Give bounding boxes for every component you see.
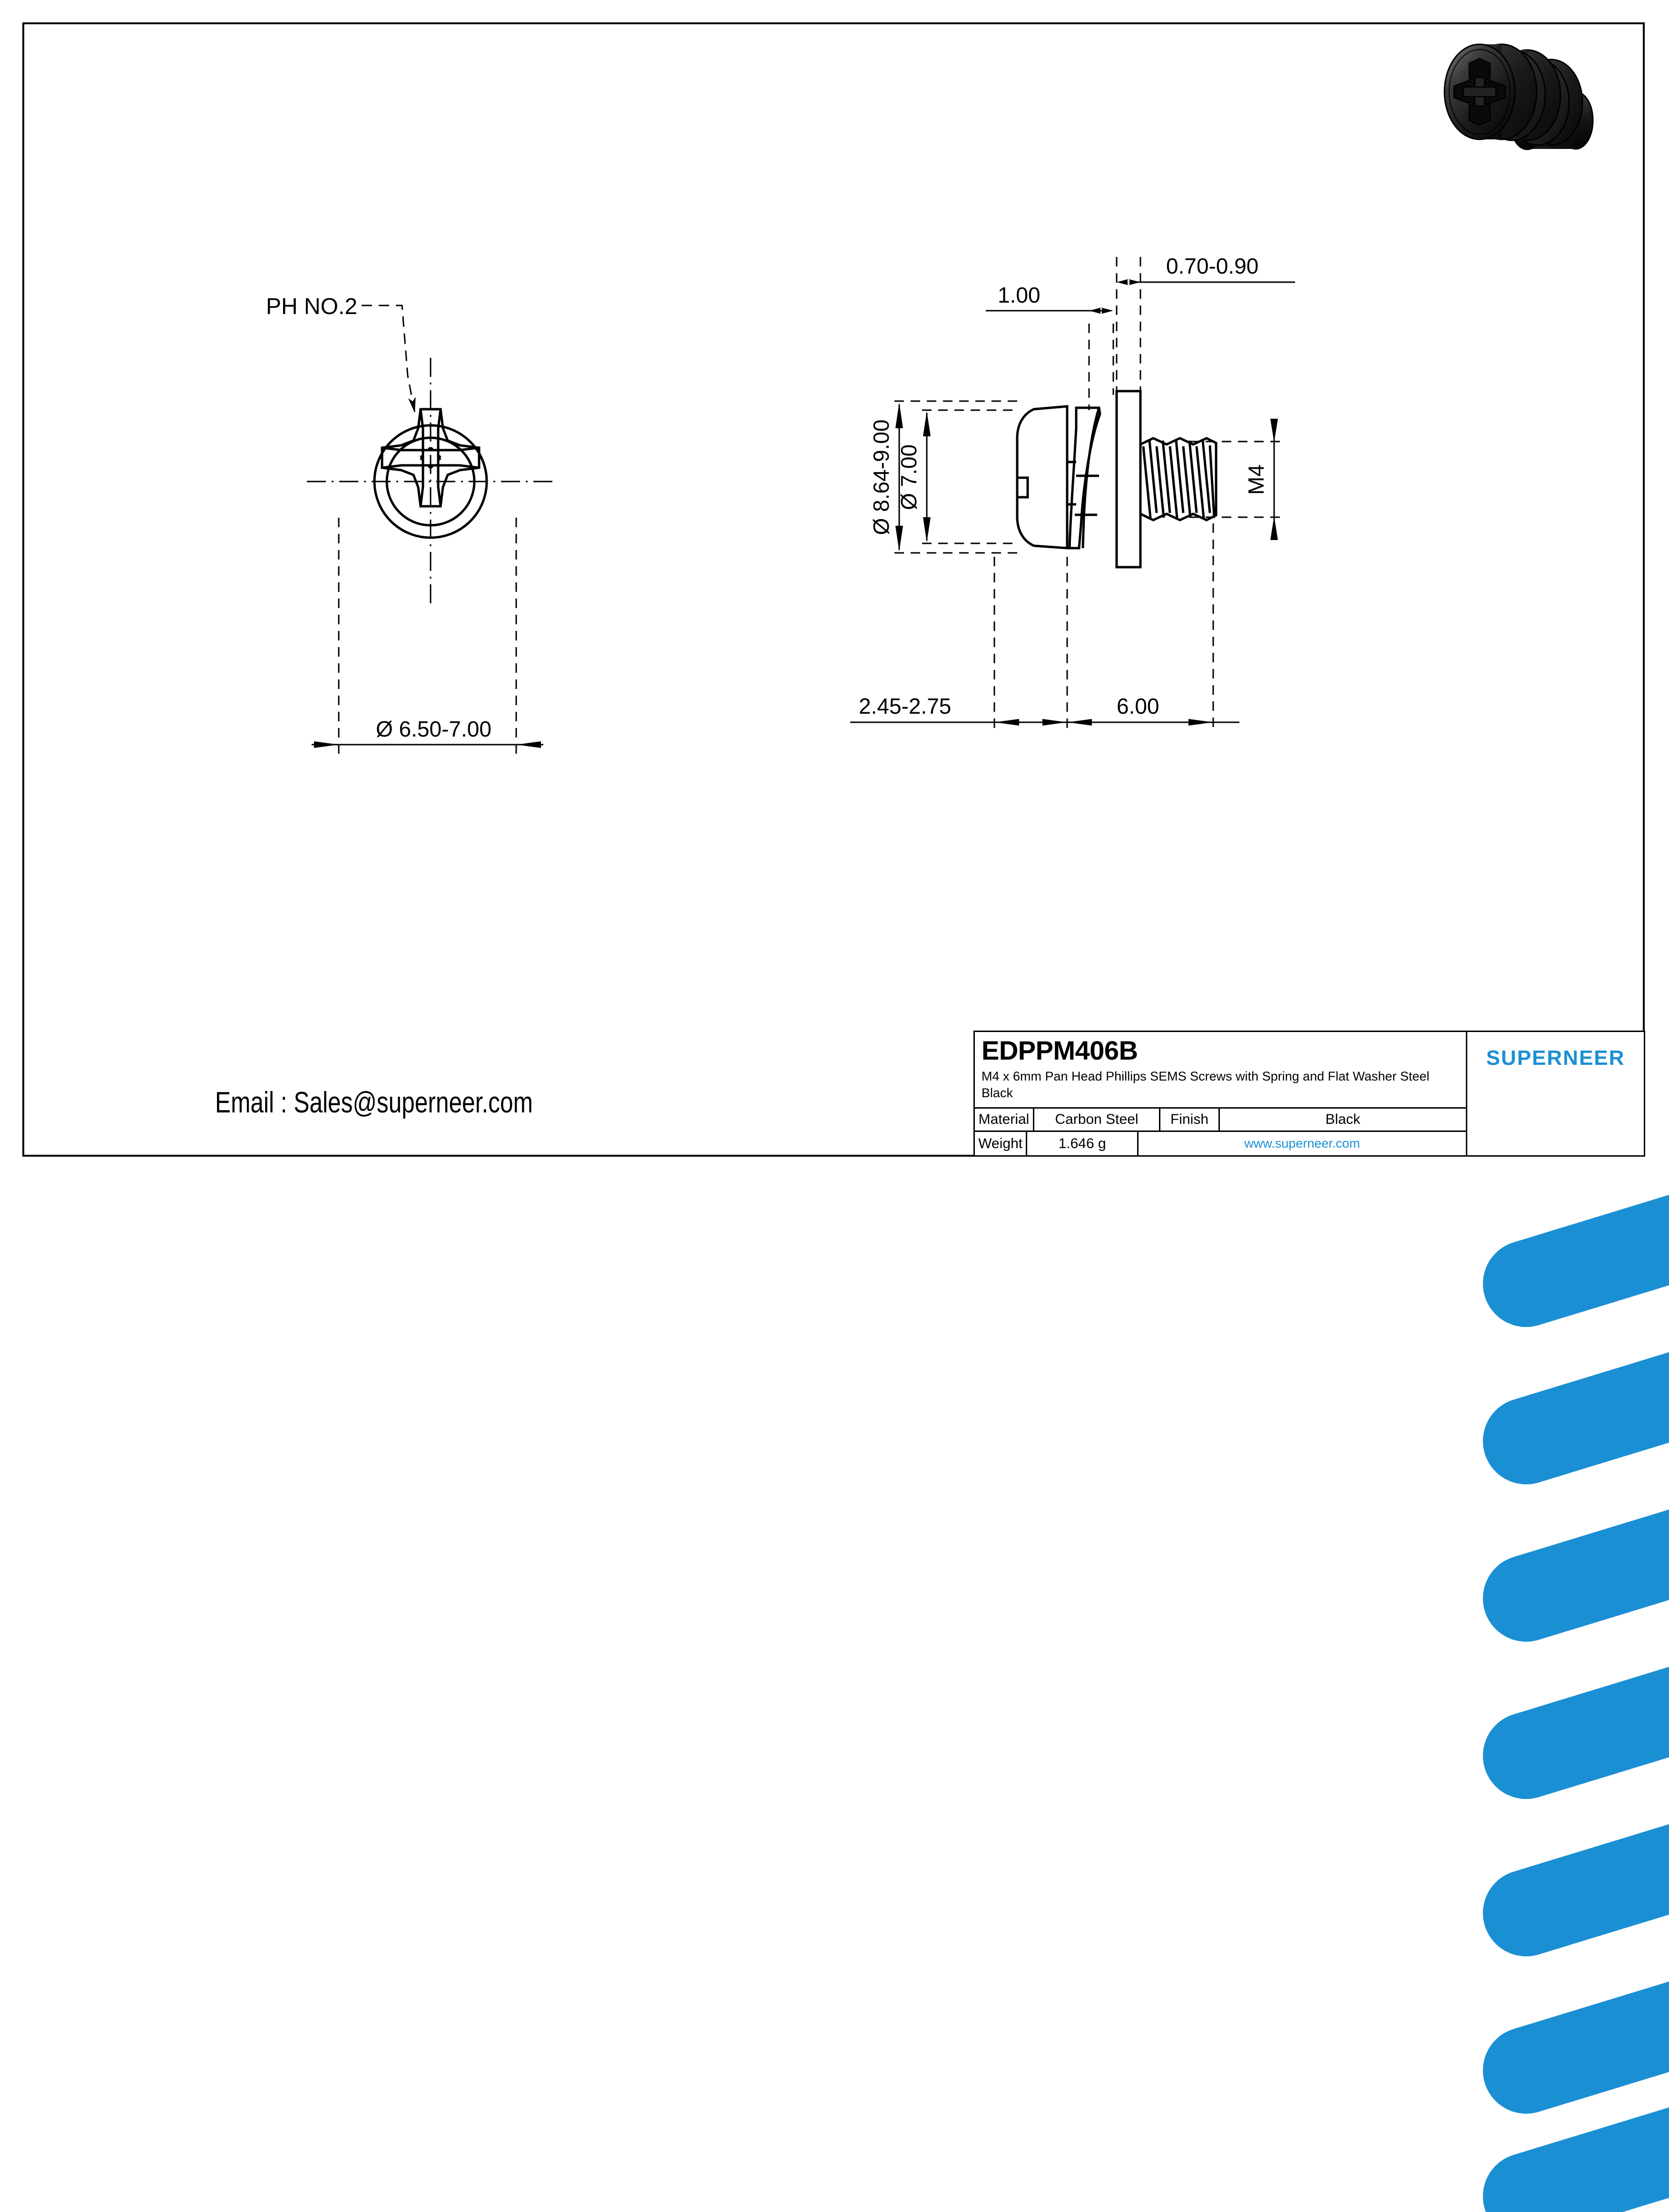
isometric-render-preview (1408, 17, 1632, 216)
finish-value: Black (1325, 1111, 1361, 1127)
technical-drawing-canvas: Ø 6.50-7.00 PH NO.2 (266, 254, 1295, 757)
material-value: Carbon Steel (1034, 1109, 1160, 1131)
part-number: EDPPM406B (982, 1035, 1138, 1065)
dim-spring-arrow (1089, 307, 1113, 314)
dim-washer-dia-arrow-bottom (923, 517, 931, 542)
dim-m4-arrow-top (1270, 419, 1278, 442)
weight-label: Weight (975, 1132, 1028, 1155)
flat-washer-profile (1115, 390, 1142, 569)
website-link[interactable]: www.superneer.com (1244, 1136, 1360, 1150)
dim-head-height-arrows (994, 719, 1067, 726)
render-cross-recess (1453, 58, 1506, 126)
dim-head-dia-arrow-bottom (895, 526, 903, 551)
front-diameter-dim-text: Ø 6.50-7.00 (376, 717, 491, 741)
title-block: EDPPM406B M4 x 6mm Pan Head Phillips SEM… (973, 1031, 1669, 2212)
threaded-shank (1139, 437, 1217, 521)
weight-value: 1.646 g (1027, 1132, 1139, 1155)
head-height-dim-text: 2.45-2.75 (859, 694, 951, 718)
dim-flat-arrow (1117, 279, 1140, 285)
part-description: M4 x 6mm Pan Head Phillips SEMS Screws w… (982, 1069, 1430, 1101)
front-view-group: Ø 6.50-7.00 PH NO.2 (266, 294, 554, 757)
spring-washer-profile (1068, 406, 1101, 550)
head-diameter-dim-text: Ø 8.64-9.00 (869, 420, 893, 535)
thread-spec-text: M4 (1244, 464, 1268, 495)
drawing-border (22, 22, 1645, 1157)
email-line: Email : Sales@superneer.com (215, 1086, 533, 1119)
front-dim-arrow-right (516, 741, 541, 748)
washer-diameter-dim-text: Ø 7.00 (896, 444, 921, 510)
front-dim-arrow-left (314, 741, 339, 748)
title-block-row-weight: Weight 1.646 g www.superneer.com (975, 1132, 1466, 1155)
title-block-description-area: EDPPM406B M4 x 6mm Pan Head Phillips SEM… (975, 1032, 1466, 1109)
ph-no2-label: PH NO.2 (266, 294, 357, 319)
drawing-sheet: Ø 6.50-7.00 PH NO.2 (22, 17, 1669, 2212)
flat-washer-thickness-text: 0.70-0.90 (1166, 254, 1258, 278)
render-pan-head (1443, 43, 1538, 140)
side-view-group: Ø 8.64-9.00 Ø 7.00 1.00 0.70-0.90 (850, 254, 1295, 733)
title-block-brand-area: SUPERNEER (1467, 1032, 1669, 2212)
dim-m4-arrow-bottom (1270, 516, 1278, 540)
spring-washer-thickness-text: 1.00 (998, 283, 1041, 307)
thread-length-dim-text: 6.00 (1117, 694, 1159, 718)
ph-no2-leader (362, 305, 416, 413)
title-block-left: EDPPM406B M4 x 6mm Pan Head Phillips SEM… (975, 1032, 1467, 1155)
dim-washer-dia-arrow-top (923, 411, 931, 436)
dim-head-dia-arrow-top (895, 403, 903, 428)
head-inner-circle (385, 436, 476, 527)
title-block-row-material: Material Carbon Steel Finish Black (975, 1109, 1466, 1132)
brand-wordmark: SUPERNEER (1486, 1046, 1625, 1070)
head-outer-circle (373, 424, 488, 539)
pan-head-recess-notch (1017, 476, 1029, 499)
finish-label: Finish (1160, 1109, 1220, 1131)
material-label: Material (975, 1109, 1034, 1131)
phillips-cross-recess (381, 408, 481, 508)
